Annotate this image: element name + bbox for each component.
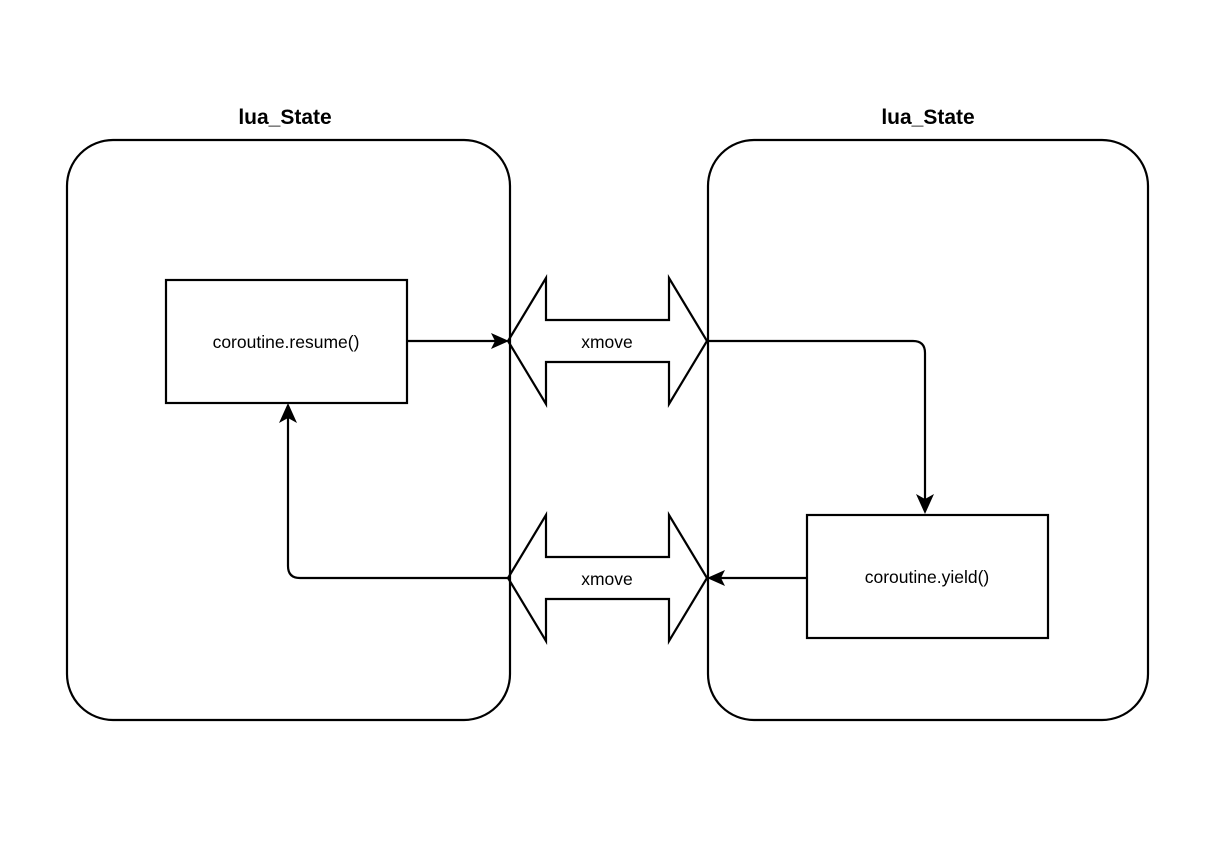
- right-lua-state-container: [706, 138, 1150, 722]
- coroutine-resume-label: coroutine.resume(): [213, 332, 360, 352]
- arrowhead-into-resume-box: [279, 403, 297, 423]
- coroutine-yield-box[interactable]: [805, 513, 1050, 640]
- xmove-top-label: xmove: [581, 332, 633, 352]
- connector-xmove-top-to-yield: [707, 339, 927, 500]
- coroutine-yield-label: coroutine.yield(): [865, 567, 990, 587]
- arrowhead-into-xmove-top: [491, 333, 509, 349]
- arrowhead-into-xmove-bottom: [707, 570, 725, 586]
- right-lua-state-title: lua_State: [881, 106, 974, 129]
- connector-xmove-bottom-to-resume: [286, 418, 508, 580]
- xmove-bottom-label: xmove: [581, 569, 633, 589]
- coroutine-resume-box[interactable]: [164, 278, 409, 405]
- left-lua-state-title: lua_State: [238, 106, 331, 129]
- left-lua-state-container: [65, 138, 512, 722]
- arrowhead-into-yield-box: [916, 494, 934, 514]
